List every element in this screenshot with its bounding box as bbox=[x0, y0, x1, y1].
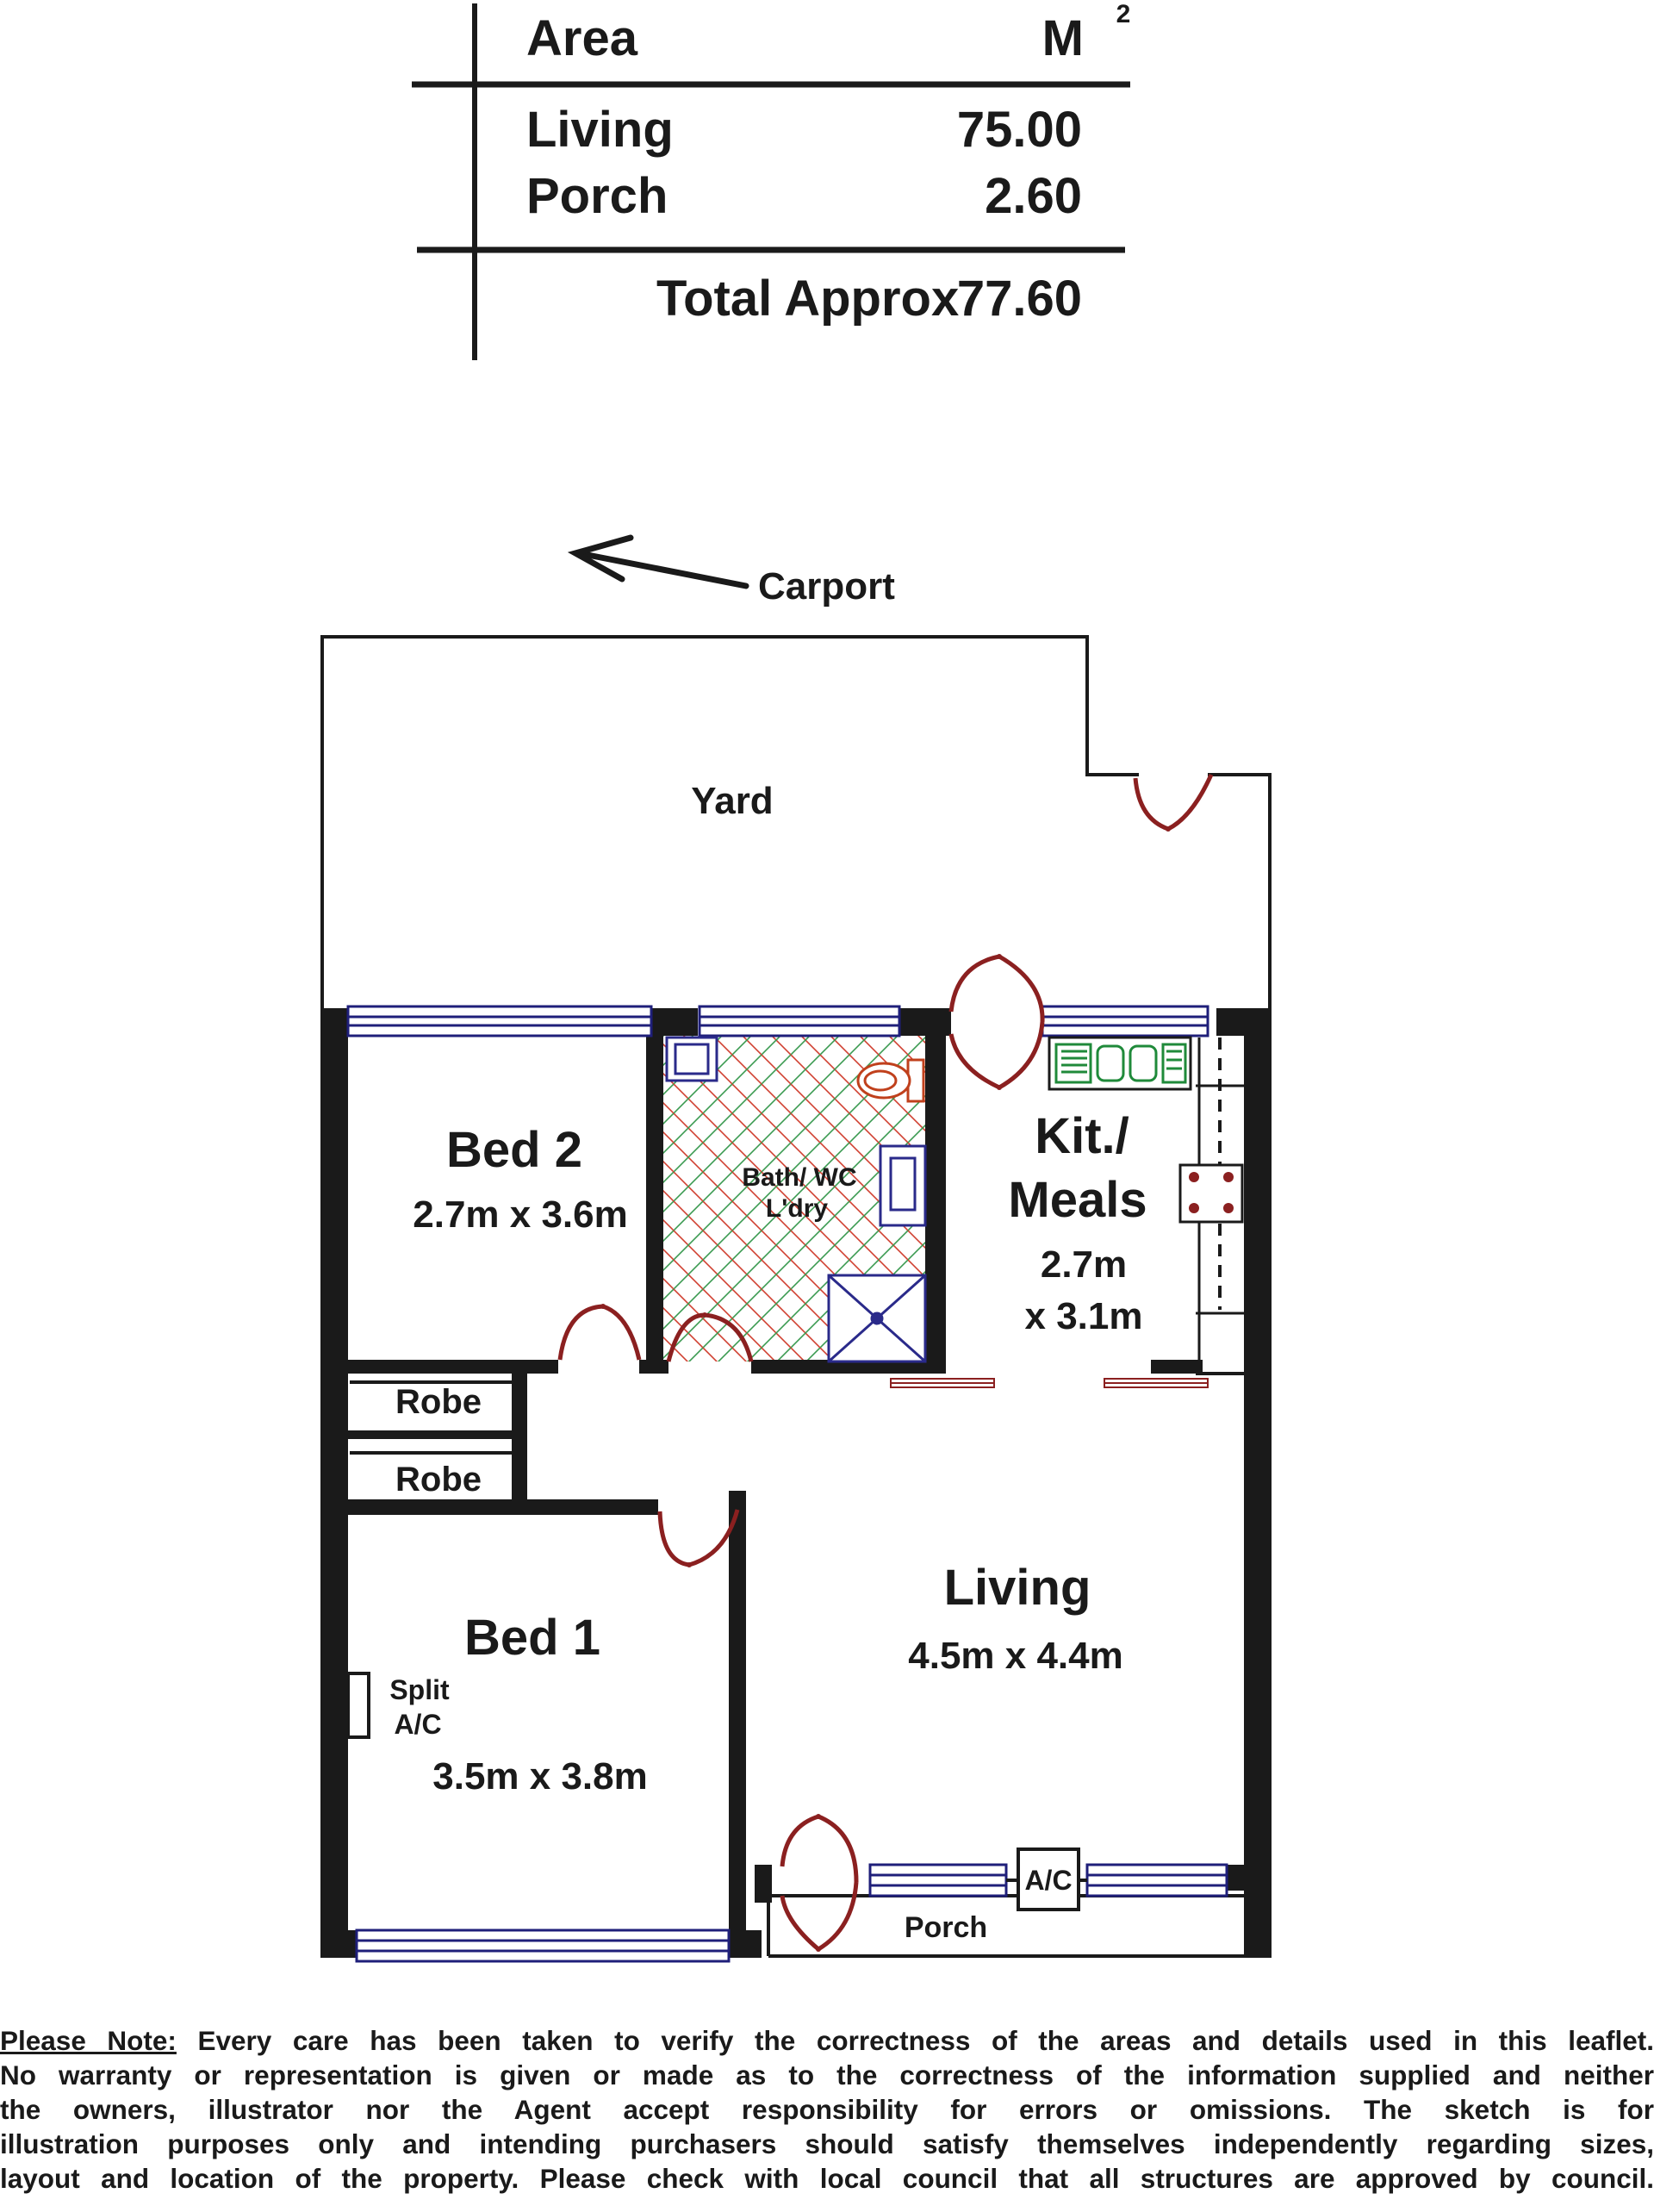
window-bed2 bbox=[346, 1005, 653, 1037]
bed1-name: Bed 1 bbox=[464, 1610, 600, 1666]
cooktop-icon bbox=[1178, 1163, 1244, 1224]
bed2-name: Bed 2 bbox=[446, 1122, 582, 1178]
bed1-size: 3.5m x 3.8m bbox=[432, 1755, 648, 1798]
sink-icon bbox=[1048, 1036, 1192, 1091]
table-header-unit: M bbox=[1042, 10, 1084, 66]
windows bbox=[346, 1005, 1228, 1963]
sliding-door-icon bbox=[890, 1378, 1209, 1388]
robe-top-label: Robe bbox=[395, 1383, 482, 1421]
table-total-label: Total Approx bbox=[656, 271, 959, 327]
ac-unit-label: A/C bbox=[1024, 1865, 1072, 1896]
bath-fixtures bbox=[665, 1036, 927, 1363]
room-labels: Bed 2 2.7m x 3.6m Bath/ WC L'dry Kit./ M… bbox=[389, 1108, 1147, 1944]
disclaimer-line-3: the owners, illustrator nor the Agent ac… bbox=[0, 2094, 1654, 2125]
living-name: Living bbox=[944, 1560, 1091, 1616]
basin-icon bbox=[879, 1144, 927, 1227]
table-header-unit-superscript: 2 bbox=[1116, 0, 1131, 28]
living-size: 4.5m x 4.4m bbox=[908, 1635, 1123, 1677]
window-kitchen bbox=[1041, 1005, 1209, 1037]
split-ac-line2: A/C bbox=[394, 1709, 441, 1740]
kit-size-line1: 2.7m bbox=[1041, 1243, 1127, 1286]
disclaimer-note: Please Note: Every care has been taken t… bbox=[0, 2023, 1654, 2196]
yard-boundary-right bbox=[1208, 773, 1272, 1008]
yard-boundary bbox=[320, 635, 1139, 1008]
table-row-porch-label: Porch bbox=[526, 168, 668, 224]
toilet-icon bbox=[856, 1058, 925, 1103]
disclaimer-line-1-text: Every care has been taken to verify the … bbox=[176, 2025, 1654, 2056]
carport-label: Carport bbox=[758, 565, 895, 608]
bed2-size: 2.7m x 3.6m bbox=[413, 1193, 628, 1236]
door-hinge-dots bbox=[600, 826, 1171, 1952]
yard-label: Yard bbox=[691, 780, 773, 822]
door-bed2-icon bbox=[557, 1304, 642, 1361]
split-ac-line1: Split bbox=[389, 1674, 450, 1705]
door-kitchen-rear-icon bbox=[948, 954, 1045, 1090]
robe-bottom-label: Robe bbox=[395, 1461, 482, 1499]
disclaimer-line-2: No warranty or representation is given o… bbox=[0, 2059, 1654, 2090]
disclaimer-line-5: layout and location of the property. Ple… bbox=[0, 2163, 1654, 2194]
exterior-walls bbox=[320, 1008, 1272, 1958]
area-table: Area M 2 Living 75.00 Porch 2.60 Total A… bbox=[412, 0, 1130, 360]
table-total-value: 77.60 bbox=[957, 271, 1082, 327]
shower-icon bbox=[827, 1274, 927, 1363]
disclaimer-line-1: Please Note: Every care has been taken t… bbox=[0, 2023, 1654, 2058]
floor-plan-diagram: Area M 2 Living 75.00 Porch 2.60 Total A… bbox=[320, 0, 1272, 1963]
laundry-tub-icon bbox=[665, 1036, 718, 1082]
disclaimer-line-4: illustration purposes only and intending… bbox=[0, 2128, 1654, 2159]
kit-label-line1: Kit./ bbox=[1035, 1108, 1129, 1164]
table-header-label: Area bbox=[526, 10, 638, 66]
bath-label-line2: L'dry bbox=[766, 1194, 828, 1223]
ac-unit-box: A/C bbox=[1017, 1847, 1080, 1911]
kit-size-line2: x 3.1m bbox=[1025, 1295, 1143, 1337]
door-swings bbox=[557, 954, 1045, 1952]
table-row-living-label: Living bbox=[526, 102, 674, 158]
table-row-porch-value: 2.60 bbox=[985, 168, 1082, 224]
window-bath bbox=[698, 1005, 901, 1037]
table-row-living-value: 75.00 bbox=[957, 102, 1082, 158]
yard-gate-icon bbox=[1133, 773, 1214, 832]
kit-label-line2: Meals bbox=[1008, 1172, 1147, 1228]
door-bed1-icon bbox=[657, 1509, 740, 1567]
door-bath-icon bbox=[666, 1312, 754, 1362]
window-living-right bbox=[1085, 1863, 1228, 1897]
carport-arrow-icon bbox=[567, 534, 749, 589]
window-bed1 bbox=[355, 1928, 731, 1963]
bath-label-line1: Bath/ WC bbox=[742, 1163, 856, 1192]
split-ac-unit-icon bbox=[346, 1672, 370, 1739]
disclaimer-lead: Please Note: bbox=[0, 2025, 177, 2056]
window-living-left bbox=[868, 1863, 1008, 1897]
kitchen-fixtures bbox=[1048, 1036, 1244, 1361]
door-front-icon bbox=[780, 1814, 859, 1952]
porch-label: Porch bbox=[905, 1911, 987, 1944]
